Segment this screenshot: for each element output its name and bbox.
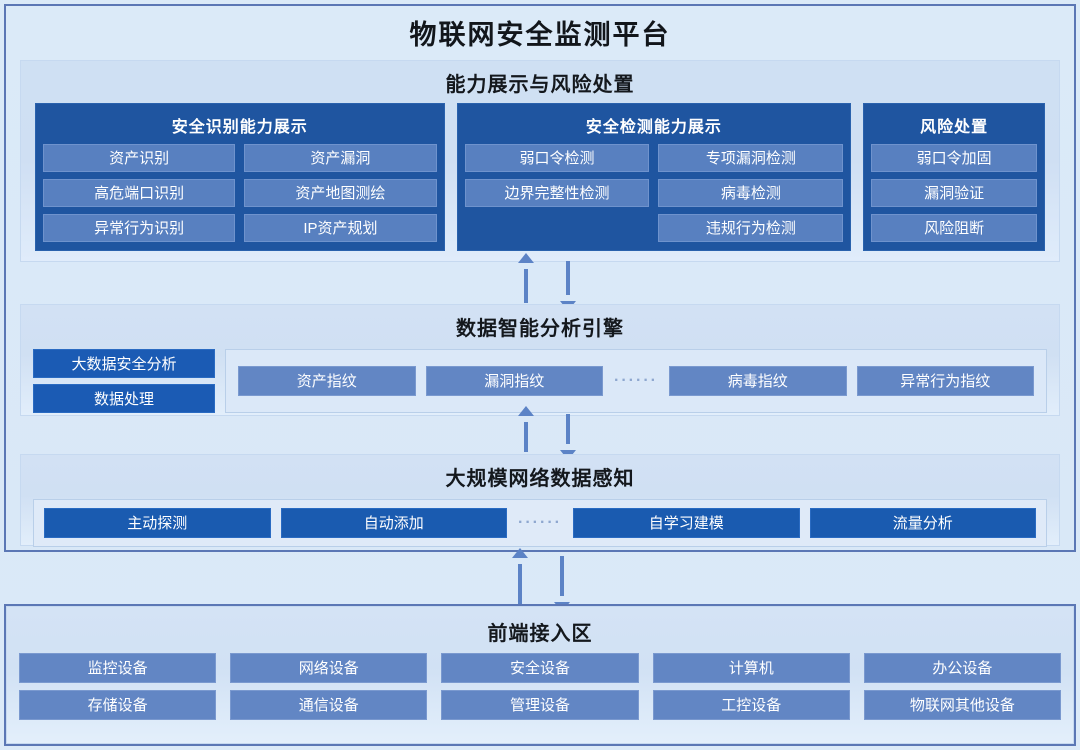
perception-chip[interactable]: 流量分析: [809, 508, 1036, 538]
capability-box-title: 安全检测能力展示: [585, 119, 722, 136]
engine-tag-dataprocess[interactable]: 数据处理: [33, 384, 215, 413]
engine-tag-bigdata[interactable]: 大数据安全分析: [33, 349, 215, 378]
arrow-down-icon: [566, 414, 570, 444]
ellipsis-separator: ······: [518, 514, 562, 531]
engine-left-tags: 大数据安全分析 数据处理: [33, 349, 215, 413]
capability-column: 专项漏洞检测 病毒检测 违规行为检测: [658, 144, 844, 242]
arrow-up-icon: [524, 422, 528, 452]
device-chip[interactable]: 管理设备: [441, 690, 639, 720]
capability-panel: 能力展示与风险处置 安全识别能力展示 资产识别 高危端口识别 异常行为识别: [20, 60, 1060, 262]
capability-chip[interactable]: 漏洞验证: [871, 179, 1037, 207]
frontend-access-container: 前端接入区 监控设备 网络设备 安全设备 计算机 办公设备 存储设备 通信设备 …: [4, 604, 1076, 746]
ellipsis-separator: ······: [614, 372, 658, 389]
platform-top-container: 物联网安全监测平台 能力展示与风险处置 安全识别能力展示 资产识别 高危端口识别…: [4, 4, 1076, 552]
perception-chip[interactable]: 自动添加: [280, 508, 507, 538]
arrow-pair-perception-frontend: [510, 548, 580, 612]
capability-chip[interactable]: 弱口令加固: [871, 144, 1037, 172]
device-chip[interactable]: 通信设备: [230, 690, 428, 720]
device-chip[interactable]: 安全设备: [441, 653, 639, 683]
capability-column: 弱口令检测 边界完整性检测: [464, 144, 650, 242]
device-chip[interactable]: 计算机: [652, 653, 850, 683]
capability-column: 资产漏洞 资产地图测绘 IP资产规划: [244, 144, 437, 242]
capability-chip[interactable]: 违规行为检测: [658, 214, 844, 242]
top-inner: 物联网安全监测平台 能力展示与风险处置 安全识别能力展示 资产识别 高危端口识别…: [6, 6, 1074, 550]
capability-chip[interactable]: 弱口令检测: [464, 144, 650, 172]
arrow-pair-engine-perception: [516, 406, 586, 460]
capability-title: 能力展示与风险处置: [445, 74, 635, 96]
arrow-up-head-icon: [518, 406, 534, 416]
arrow-down-icon: [566, 261, 570, 295]
arrow-up-icon: [524, 269, 528, 303]
capability-column: 弱口令加固 漏洞验证 风险阻断: [871, 144, 1037, 242]
capability-chip[interactable]: 资产识别: [43, 144, 236, 172]
capability-chip[interactable]: IP资产规划: [244, 214, 437, 242]
frontend-title: 前端接入区: [487, 623, 593, 645]
perception-chip[interactable]: 自学习建模: [573, 508, 800, 538]
fingerprint-chip[interactable]: 异常行为指纹: [856, 366, 1034, 396]
capability-chip[interactable]: 资产漏洞: [244, 144, 437, 172]
capability-columns: 弱口令加固 漏洞验证 风险阻断: [871, 144, 1037, 242]
device-chip[interactable]: 办公设备: [863, 653, 1061, 683]
arrow-up-head-icon: [518, 253, 534, 263]
arrow-up-icon: [518, 564, 522, 604]
arrow-down-icon: [560, 556, 564, 596]
device-grid: 监控设备 网络设备 安全设备 计算机 办公设备 存储设备 通信设备 管理设备 工…: [19, 653, 1061, 720]
device-chip[interactable]: 物联网其他设备: [863, 690, 1061, 720]
capability-chip[interactable]: 边界完整性检测: [464, 179, 650, 207]
capability-box-recognition[interactable]: 安全识别能力展示 资产识别 高危端口识别 异常行为识别 资产漏洞 资产地图测绘 …: [35, 103, 445, 251]
capability-chip[interactable]: 专项漏洞检测: [658, 144, 844, 172]
capability-chip[interactable]: 资产地图测绘: [244, 179, 437, 207]
arrow-up-head-icon: [512, 548, 528, 558]
capability-chip[interactable]: 风险阻断: [871, 214, 1037, 242]
analysis-engine-panel: 数据智能分析引擎 大数据安全分析 数据处理 资产指纹 漏洞指纹 ······ 病…: [20, 304, 1060, 416]
capability-box-title: 安全识别能力展示: [171, 119, 308, 136]
capability-box-risk-disposal[interactable]: 风险处置 弱口令加固 漏洞验证 风险阻断: [863, 103, 1045, 251]
device-chip[interactable]: 网络设备: [230, 653, 428, 683]
perception-chip[interactable]: 主动探测: [44, 508, 271, 538]
capability-box-title: 风险处置: [920, 119, 989, 136]
page-title: 物联网安全监测平台: [409, 20, 671, 50]
frontend-panel: 前端接入区 监控设备 网络设备 安全设备 计算机 办公设备 存储设备 通信设备 …: [6, 606, 1074, 744]
perception-title: 大规模网络数据感知: [445, 468, 635, 490]
device-chip[interactable]: 监控设备: [19, 653, 217, 683]
device-chip[interactable]: 存储设备: [19, 690, 217, 720]
capability-box-detection[interactable]: 安全检测能力展示 弱口令检测 边界完整性检测 专项漏洞检测 病毒检测 违规行为检…: [456, 103, 852, 251]
fingerprint-chip[interactable]: 漏洞指纹: [425, 366, 603, 396]
capability-chip[interactable]: 病毒检测: [658, 179, 844, 207]
capability-chip[interactable]: 高危端口识别: [43, 179, 236, 207]
capability-columns: 资产识别 高危端口识别 异常行为识别 资产漏洞 资产地图测绘 IP资产规划: [43, 144, 437, 242]
capability-columns: 弱口令检测 边界完整性检测 专项漏洞检测 病毒检测 违规行为检测: [464, 144, 844, 242]
fingerprint-chip[interactable]: 病毒指纹: [669, 366, 847, 396]
arrow-pair-capability-engine: [516, 253, 586, 311]
device-chip[interactable]: 工控设备: [652, 690, 850, 720]
fingerprint-row: 资产指纹 漏洞指纹 ······ 病毒指纹 异常行为指纹: [225, 349, 1047, 413]
engine-title: 数据智能分析引擎: [456, 318, 624, 340]
capability-column: 资产识别 高危端口识别 异常行为识别: [43, 144, 236, 242]
network-perception-panel: 大规模网络数据感知 主动探测 自动添加 ······ 自学习建模 流量分析: [20, 454, 1060, 547]
fingerprint-chip[interactable]: 资产指纹: [238, 366, 416, 396]
capability-chip[interactable]: 异常行为识别: [43, 214, 236, 242]
engine-body: 大数据安全分析 数据处理 资产指纹 漏洞指纹 ······ 病毒指纹 异常行为指…: [21, 349, 1059, 413]
capability-row: 安全识别能力展示 资产识别 高危端口识别 异常行为识别 资产漏洞 资产地图测绘 …: [21, 103, 1059, 251]
capability-chip-spacer: [465, 214, 650, 242]
perception-body: 主动探测 自动添加 ······ 自学习建模 流量分析: [33, 499, 1047, 547]
